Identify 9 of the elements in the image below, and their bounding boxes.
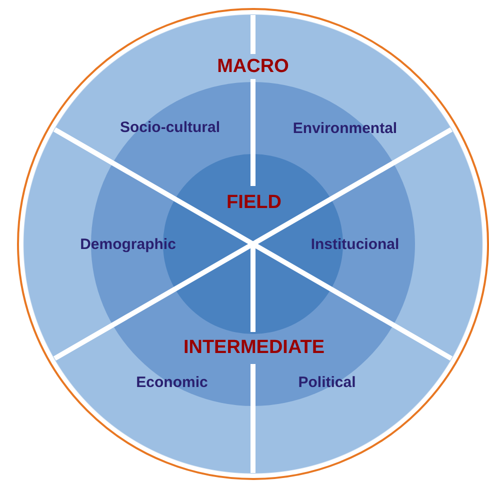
sector-label: Socio-cultural <box>120 118 220 138</box>
ring-title: FIELD <box>226 190 282 215</box>
sector-label: Political <box>298 372 356 393</box>
ring-title: INTERMEDIATE <box>183 336 325 360</box>
sector-label: Institucional <box>310 234 400 255</box>
sector-label: Economic <box>136 372 208 393</box>
sector-label: Environmental <box>292 118 398 139</box>
ring-title: MACRO <box>217 54 289 79</box>
sector-label: Demographic <box>80 234 176 255</box>
